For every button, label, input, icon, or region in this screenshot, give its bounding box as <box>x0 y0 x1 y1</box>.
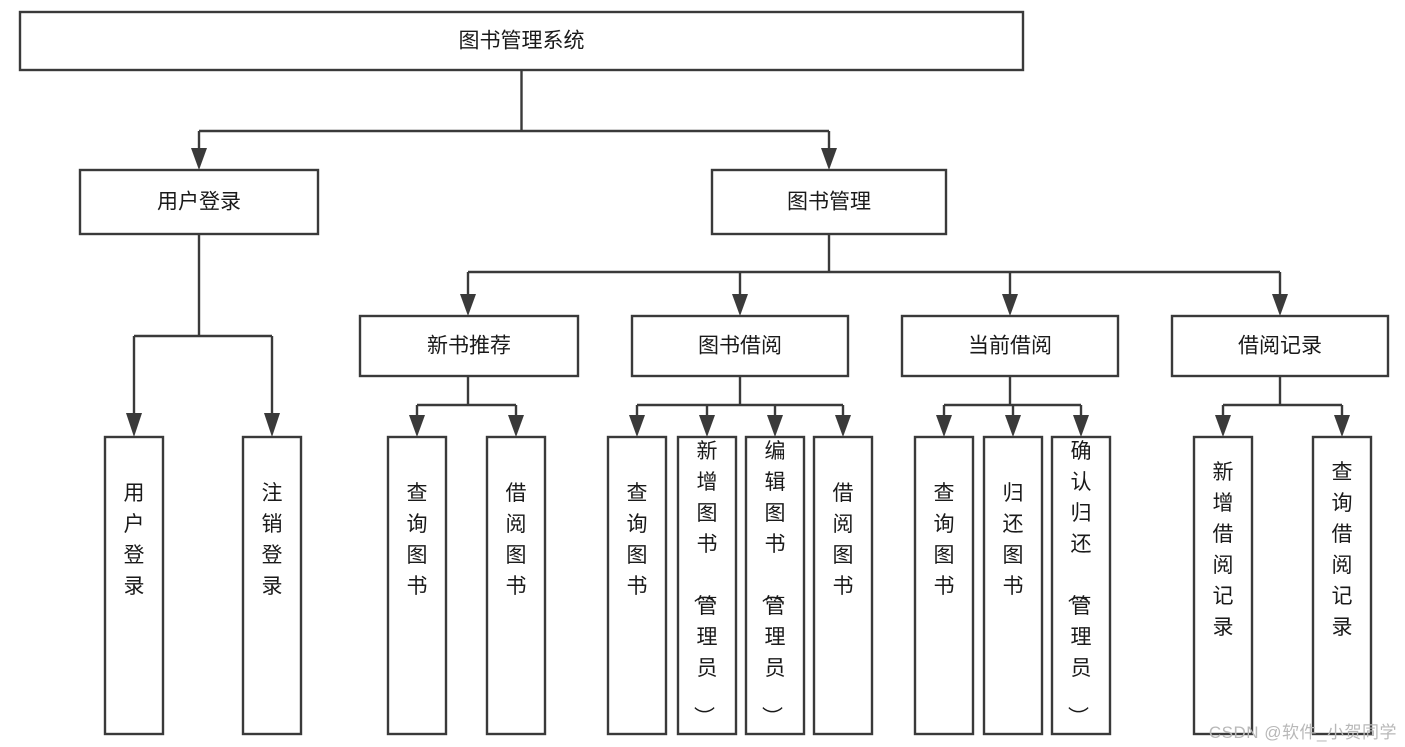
node-leaf-query-book-current-label: 查询图书 <box>934 482 955 598</box>
arrow-head-leaf-add-book-admin <box>699 415 715 437</box>
node-leaf-user-login-box[interactable] <box>103 435 165 736</box>
node-leaf-borrow-book-box[interactable] <box>812 435 874 736</box>
node-leaf-borrow-book-label: 借阅图书 <box>833 482 854 598</box>
arrow-head-new-book-recommend <box>460 294 476 316</box>
node-leaf-add-book-admin-box[interactable] <box>676 435 738 736</box>
node-leaf-confirm-return-admin-label: 确认归还（管理员） <box>1066 440 1092 727</box>
arrow-head-leaf-borrow-book <box>835 415 851 437</box>
arrow-head-user-login <box>191 148 207 170</box>
node-leaf-query-book-recommend-label: 查询图书 <box>407 482 428 598</box>
node-root-box[interactable] <box>18 10 1025 72</box>
node-leaf-query-book-current[interactable]: 查询图书 <box>913 435 975 736</box>
arrow-head-leaf-user-login <box>126 413 142 437</box>
node-leaf-return-book-box[interactable] <box>982 435 1044 736</box>
node-leaf-borrow-book-recommend-box[interactable] <box>485 435 547 736</box>
arrow-head-leaf-add-borrow-record <box>1215 415 1231 437</box>
node-user-login-label: 用户登录 <box>157 191 241 214</box>
node-current-borrow[interactable]: 当前借阅 <box>900 314 1120 378</box>
node-leaf-add-book-admin[interactable]: 新增图书（管理员） <box>676 435 738 736</box>
connector-layer <box>126 70 1350 437</box>
arrow-head-current-borrow <box>1002 294 1018 316</box>
arrow-head-book-borrow <box>732 294 748 316</box>
arrow-head-leaf-return-book <box>1005 415 1021 437</box>
node-leaf-borrow-book-recommend[interactable]: 借阅图书 <box>485 435 547 736</box>
node-root-label: 图书管理系统 <box>459 30 585 53</box>
node-leaf-return-book-label: 归还图书 <box>1003 482 1024 598</box>
node-leaf-confirm-return-admin-box[interactable] <box>1050 435 1112 736</box>
arrow-head-leaf-query-book-borrow <box>629 415 645 437</box>
node-new-book-recommend-label: 新书推荐 <box>427 335 511 358</box>
node-leaf-user-logout[interactable]: 注销登录 <box>241 435 303 736</box>
node-leaf-user-login-label: 用户登录 <box>124 482 145 598</box>
node-leaf-query-book-borrow-label: 查询图书 <box>627 482 648 598</box>
node-book-management-box[interactable] <box>710 168 948 236</box>
node-leaf-query-book-borrow[interactable]: 查询图书 <box>606 435 668 736</box>
arrow-head-borrow-records <box>1272 294 1288 316</box>
node-leaf-query-book-recommend[interactable]: 查询图书 <box>386 435 448 736</box>
node-book-management-label: 图书管理 <box>787 191 871 214</box>
arrow-head-leaf-confirm-return-admin <box>1073 415 1089 437</box>
node-leaf-user-logout-box[interactable] <box>241 435 303 736</box>
arrow-head-book-management <box>821 148 837 170</box>
node-leaf-edit-book-admin[interactable]: 编辑图书（管理员） <box>744 435 806 736</box>
node-leaf-query-book-current-box[interactable] <box>913 435 975 736</box>
node-leaf-add-book-admin-label: 新增图书（管理员） <box>692 440 718 727</box>
node-book-management[interactable]: 图书管理 <box>710 168 948 236</box>
node-leaf-add-borrow-record-label: 新增借阅记录 <box>1213 461 1234 639</box>
node-leaf-add-borrow-record[interactable]: 新增借阅记录 <box>1192 435 1254 736</box>
node-leaf-user-login[interactable]: 用户登录 <box>103 435 165 736</box>
arrow-head-leaf-user-logout <box>264 413 280 437</box>
leaf-node-layer: 用户登录 注销登录 查询图书 借阅图书 查询图书 新增图书（管理员） <box>103 435 1373 736</box>
arrow-head-leaf-borrow-book-recommend <box>508 415 524 437</box>
node-leaf-borrow-book[interactable]: 借阅图书 <box>812 435 874 736</box>
arrow-head-leaf-query-book-recommend <box>409 415 425 437</box>
node-current-borrow-box[interactable] <box>900 314 1120 378</box>
node-leaf-return-book[interactable]: 归还图书 <box>982 435 1044 736</box>
node-leaf-borrow-book-recommend-label: 借阅图书 <box>506 482 527 598</box>
node-leaf-edit-book-admin-box[interactable] <box>744 435 806 736</box>
node-book-borrow[interactable]: 图书借阅 <box>630 314 850 378</box>
node-borrow-records[interactable]: 借阅记录 <box>1170 314 1390 378</box>
node-user-login[interactable]: 用户登录 <box>78 168 320 236</box>
node-leaf-add-borrow-record-box[interactable] <box>1192 435 1254 736</box>
arrow-head-leaf-edit-book-admin <box>767 415 783 437</box>
arrow-head-leaf-query-borrow-record <box>1334 415 1350 437</box>
node-current-borrow-label: 当前借阅 <box>968 335 1052 358</box>
node-leaf-query-borrow-record-label: 查询借阅记录 <box>1332 461 1353 639</box>
node-leaf-user-logout-label: 注销登录 <box>262 482 283 598</box>
node-leaf-edit-book-admin-label: 编辑图书（管理员） <box>760 440 786 727</box>
node-new-book-recommend-box[interactable] <box>358 314 580 378</box>
node-new-book-recommend[interactable]: 新书推荐 <box>358 314 580 378</box>
node-leaf-query-book-recommend-box[interactable] <box>386 435 448 736</box>
arrow-head-leaf-query-book-current <box>936 415 952 437</box>
node-book-borrow-box[interactable] <box>630 314 850 378</box>
node-user-login-box[interactable] <box>78 168 320 236</box>
node-book-borrow-label: 图书借阅 <box>698 335 782 358</box>
node-borrow-records-box[interactable] <box>1170 314 1390 378</box>
node-leaf-query-borrow-record[interactable]: 查询借阅记录 <box>1311 435 1373 736</box>
node-leaf-confirm-return-admin[interactable]: 确认归还（管理员） <box>1050 435 1112 736</box>
watermark-text: CSDN @软件_小贺同学 <box>1208 723 1397 742</box>
node-leaf-query-book-borrow-box[interactable] <box>606 435 668 736</box>
node-leaf-query-borrow-record-box[interactable] <box>1311 435 1373 736</box>
node-borrow-records-label: 借阅记录 <box>1238 335 1322 358</box>
node-root[interactable]: 图书管理系统 <box>18 10 1025 72</box>
